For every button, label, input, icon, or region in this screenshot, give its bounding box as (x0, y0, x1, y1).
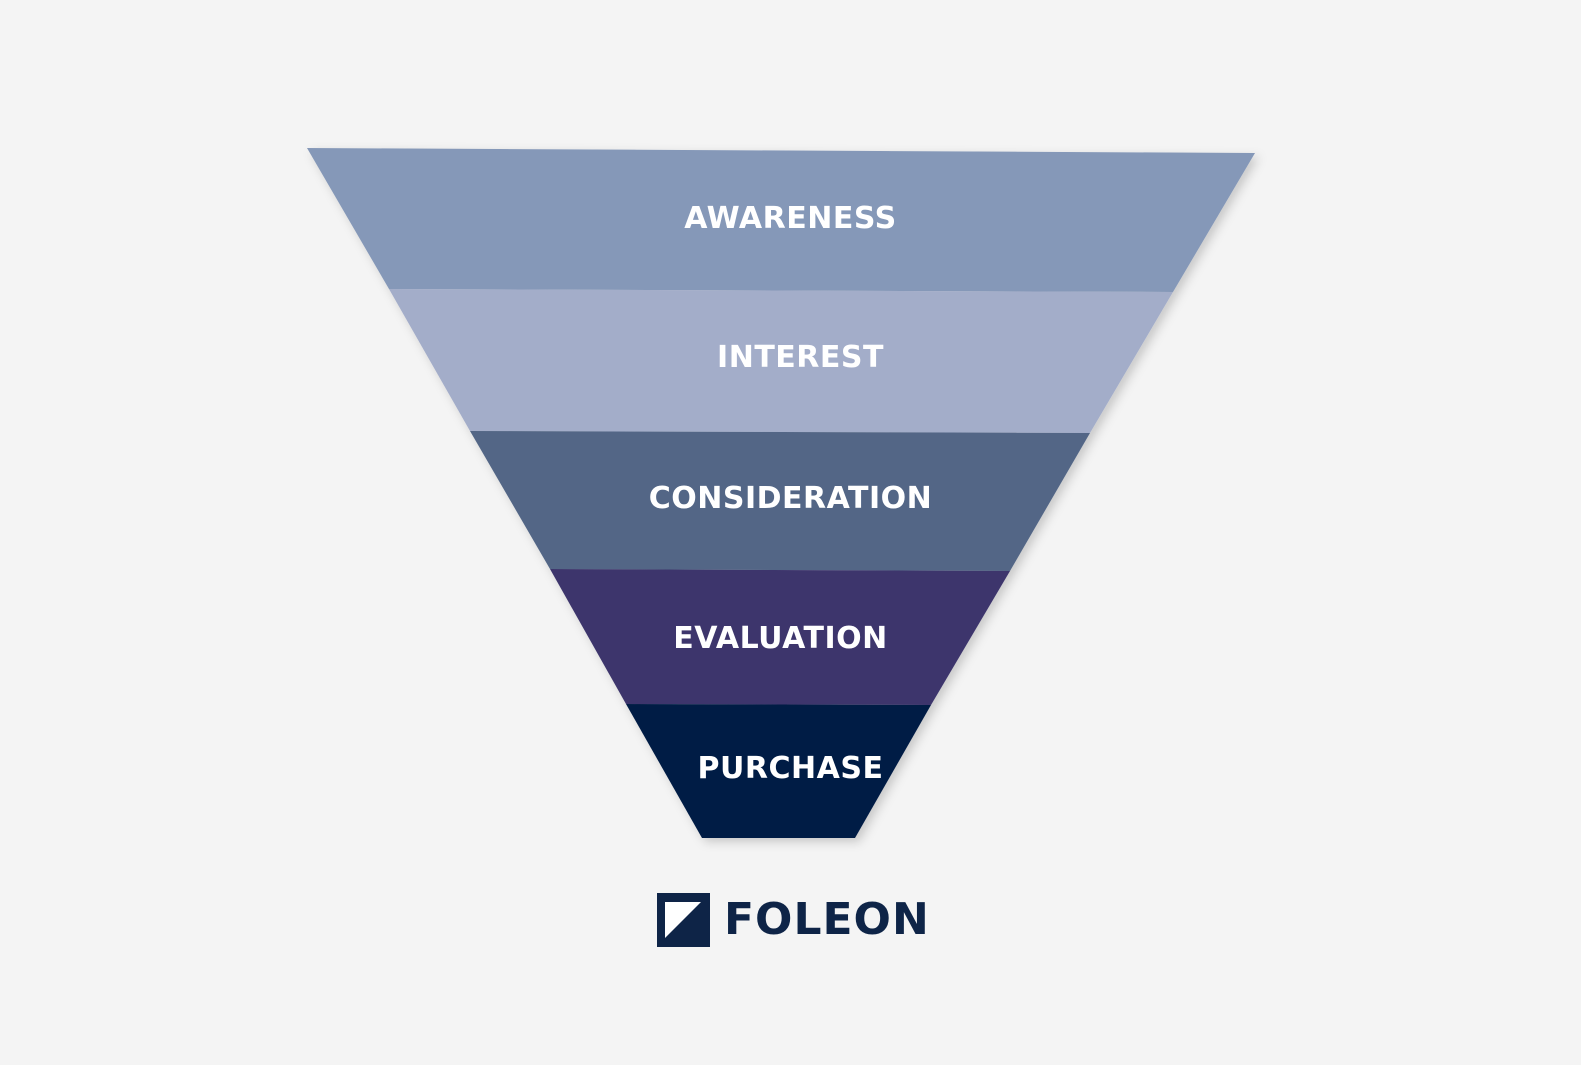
foleon-logo-icon (657, 893, 710, 947)
stage-label-interest: INTEREST (717, 340, 884, 375)
brand-name: FOLEON (724, 894, 930, 945)
funnel-band-awareness (307, 148, 1255, 292)
stage-label-consideration: CONSIDERATION (648, 481, 933, 516)
stage-label-awareness: AWARENESS (684, 201, 897, 236)
stage-label-purchase: PURCHASE (697, 751, 884, 786)
funnel-band-purchase (626, 704, 931, 838)
stage-label-evaluation: EVALUATION (673, 621, 888, 656)
funnel-band-consideration (470, 431, 1090, 571)
foleon-logo: FOLEON (657, 893, 930, 947)
funnel-band-interest (389, 289, 1173, 433)
funnel-band-evaluation (550, 569, 1010, 705)
